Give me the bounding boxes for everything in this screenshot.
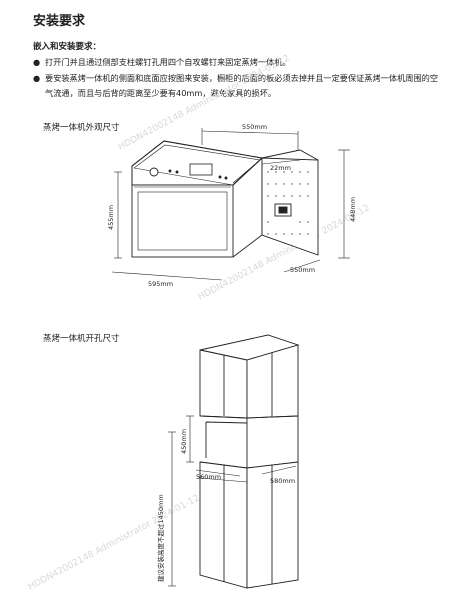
cabinet-dimension-lines bbox=[168, 415, 297, 587]
dim-side-gap: 22mm bbox=[270, 164, 291, 172]
bullet-text: 要安装蒸烤一体机的侧面和底面应按图来安装，橱柜的后面的板必须去掉并且一定要保证蒸… bbox=[45, 73, 439, 98]
dim-front-width: 595mm bbox=[148, 280, 173, 288]
dim-width-top: 550mm bbox=[242, 123, 267, 131]
cabinet-drawing bbox=[199, 334, 300, 589]
bullet-text: 打开门并且通过侧部支柱螺钉孔用四个自攻螺钉来固定蒸烤一体机。 bbox=[45, 57, 291, 67]
bullet-item-2: ● 要安装蒸烤一体机的侧面和底面应按图来安装，橱柜的后面的板必须去掉并且一定要保… bbox=[33, 71, 438, 101]
section-subheading: 嵌入和安装要求： bbox=[33, 42, 102, 52]
dim-depth-height: 448mm bbox=[349, 197, 357, 222]
dim-depth-bottom: 550mm bbox=[290, 266, 315, 274]
dim-install-height: 建议安装高度不超过1450mm bbox=[156, 494, 165, 582]
bullet-item-1: ● 打开门并且通过侧部支柱螺钉孔用四个自攻螺钉来固定蒸烤一体机。 bbox=[33, 55, 438, 70]
dim-front-height: 455mm bbox=[107, 205, 115, 230]
watermark-3: HDDN420021​48 Administrator 2024-01-12 bbox=[27, 493, 202, 592]
oven-drawing bbox=[131, 140, 319, 258]
dim-niche-width: 560mm bbox=[196, 473, 221, 481]
oven-side-dots bbox=[267, 171, 309, 235]
dim-niche-height: 450mm bbox=[180, 429, 188, 454]
diagram-1-caption: 蒸烤一体机外观尺寸 bbox=[43, 123, 120, 133]
bullet-dot: ● bbox=[33, 73, 41, 83]
bullet-dot: ● bbox=[33, 57, 41, 67]
diagram-2-caption: 蒸烤一体机开孔尺寸 bbox=[43, 334, 120, 344]
dim-niche-depth: 580mm bbox=[270, 477, 295, 485]
page-title: 安装要求 bbox=[33, 14, 86, 29]
oven-dimension-lines bbox=[111, 128, 350, 281]
watermark-1: HDDN420021​48 Administrator 2024-01-12 bbox=[117, 53, 292, 152]
